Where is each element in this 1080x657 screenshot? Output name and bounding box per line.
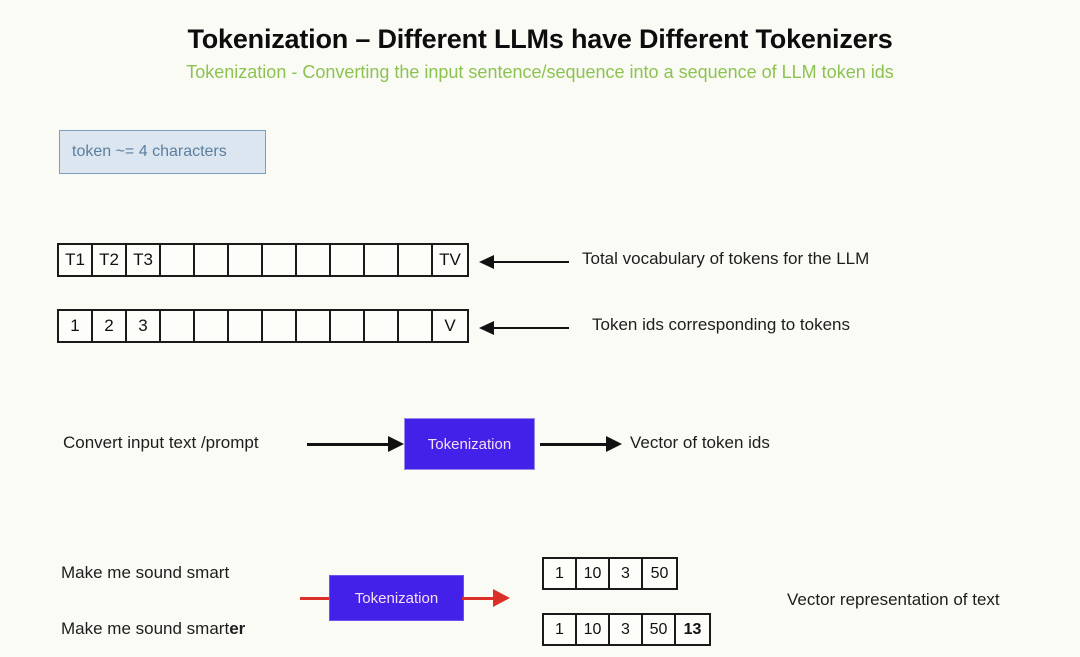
- cell: [331, 311, 365, 341]
- tokenization-process-box: Tokenization: [404, 418, 535, 470]
- cell: T2: [93, 245, 127, 275]
- arrow-shaft: [300, 596, 332, 600]
- cell: [297, 245, 331, 275]
- example-tokenization-label: Tokenization: [354, 589, 439, 607]
- vocabulary-label: Total vocabulary of tokens for the LLM: [582, 249, 870, 268]
- cell: [399, 311, 433, 341]
- cell: TV: [433, 245, 467, 275]
- cell: [229, 311, 263, 341]
- vocabulary-arrow-icon: [479, 252, 569, 272]
- token-size-note: token ~= 4 characters: [59, 130, 266, 174]
- example-sentence-2-suffix: er: [229, 619, 246, 638]
- cell: 1: [544, 559, 577, 588]
- arrow-shaft: [307, 442, 388, 446]
- example-sentence-2: Make me sound smarter: [61, 619, 245, 639]
- token-id-arrow-icon: [479, 318, 569, 338]
- cell: T1: [59, 245, 93, 275]
- cell: 3: [610, 559, 643, 588]
- cell: [365, 311, 399, 341]
- cell: 50: [643, 615, 676, 644]
- flow-output-label: Vector of token ids: [630, 433, 770, 452]
- cell: T3: [127, 245, 161, 275]
- cell: [229, 245, 263, 275]
- example-arrow-out-icon: [462, 589, 510, 607]
- cell: [297, 311, 331, 341]
- arrow-head-left-icon: [479, 255, 494, 269]
- example-sentence-1: Make me sound smart: [61, 563, 230, 582]
- arrow-head-left-icon: [479, 321, 494, 335]
- cell: 50: [643, 559, 676, 588]
- cell: [263, 245, 297, 275]
- cell: [263, 311, 297, 341]
- cell: 3: [610, 615, 643, 644]
- example-tokenization-box: Tokenization: [329, 575, 464, 621]
- cell: [195, 245, 229, 275]
- example-sentence-2-prefix: Make me sound smart: [61, 619, 230, 638]
- flow-input-label: Convert input text /prompt: [63, 433, 259, 452]
- flow-arrow-in-icon: [307, 434, 404, 454]
- cell: 1: [544, 615, 577, 644]
- arrow-head-right-icon: [493, 589, 510, 607]
- flow-arrow-out-icon: [540, 434, 622, 454]
- cell: 1: [59, 311, 93, 341]
- arrow-shaft: [462, 596, 493, 600]
- arrow-shaft: [494, 260, 569, 264]
- cell: [365, 245, 399, 275]
- token-id-label: Token ids corresponding to tokens: [592, 315, 850, 334]
- cell: [331, 245, 365, 275]
- cell: [161, 311, 195, 341]
- tokenization-process-label: Tokenization: [427, 435, 512, 453]
- cell: 2: [93, 311, 127, 341]
- cell: V: [433, 311, 467, 341]
- arrow-shaft: [494, 326, 569, 330]
- cell: 10: [577, 615, 610, 644]
- cell: [195, 311, 229, 341]
- cell: [399, 245, 433, 275]
- cell: 10: [577, 559, 610, 588]
- page-subtitle: Tokenization - Converting the input sent…: [186, 62, 894, 82]
- arrow-shaft: [540, 442, 606, 446]
- arrow-head-right-icon: [606, 436, 622, 452]
- cell: [161, 245, 195, 275]
- arrow-head-right-icon: [388, 436, 404, 452]
- token-size-note-label: token ~= 4 characters: [72, 143, 227, 160]
- vector-representation-caption: Vector representation of text: [787, 590, 1000, 609]
- example-arrow-in-icon: [300, 589, 332, 607]
- cell: 13: [676, 615, 709, 644]
- page-title: Tokenization – Different LLMs have Diffe…: [187, 24, 893, 54]
- cell: 3: [127, 311, 161, 341]
